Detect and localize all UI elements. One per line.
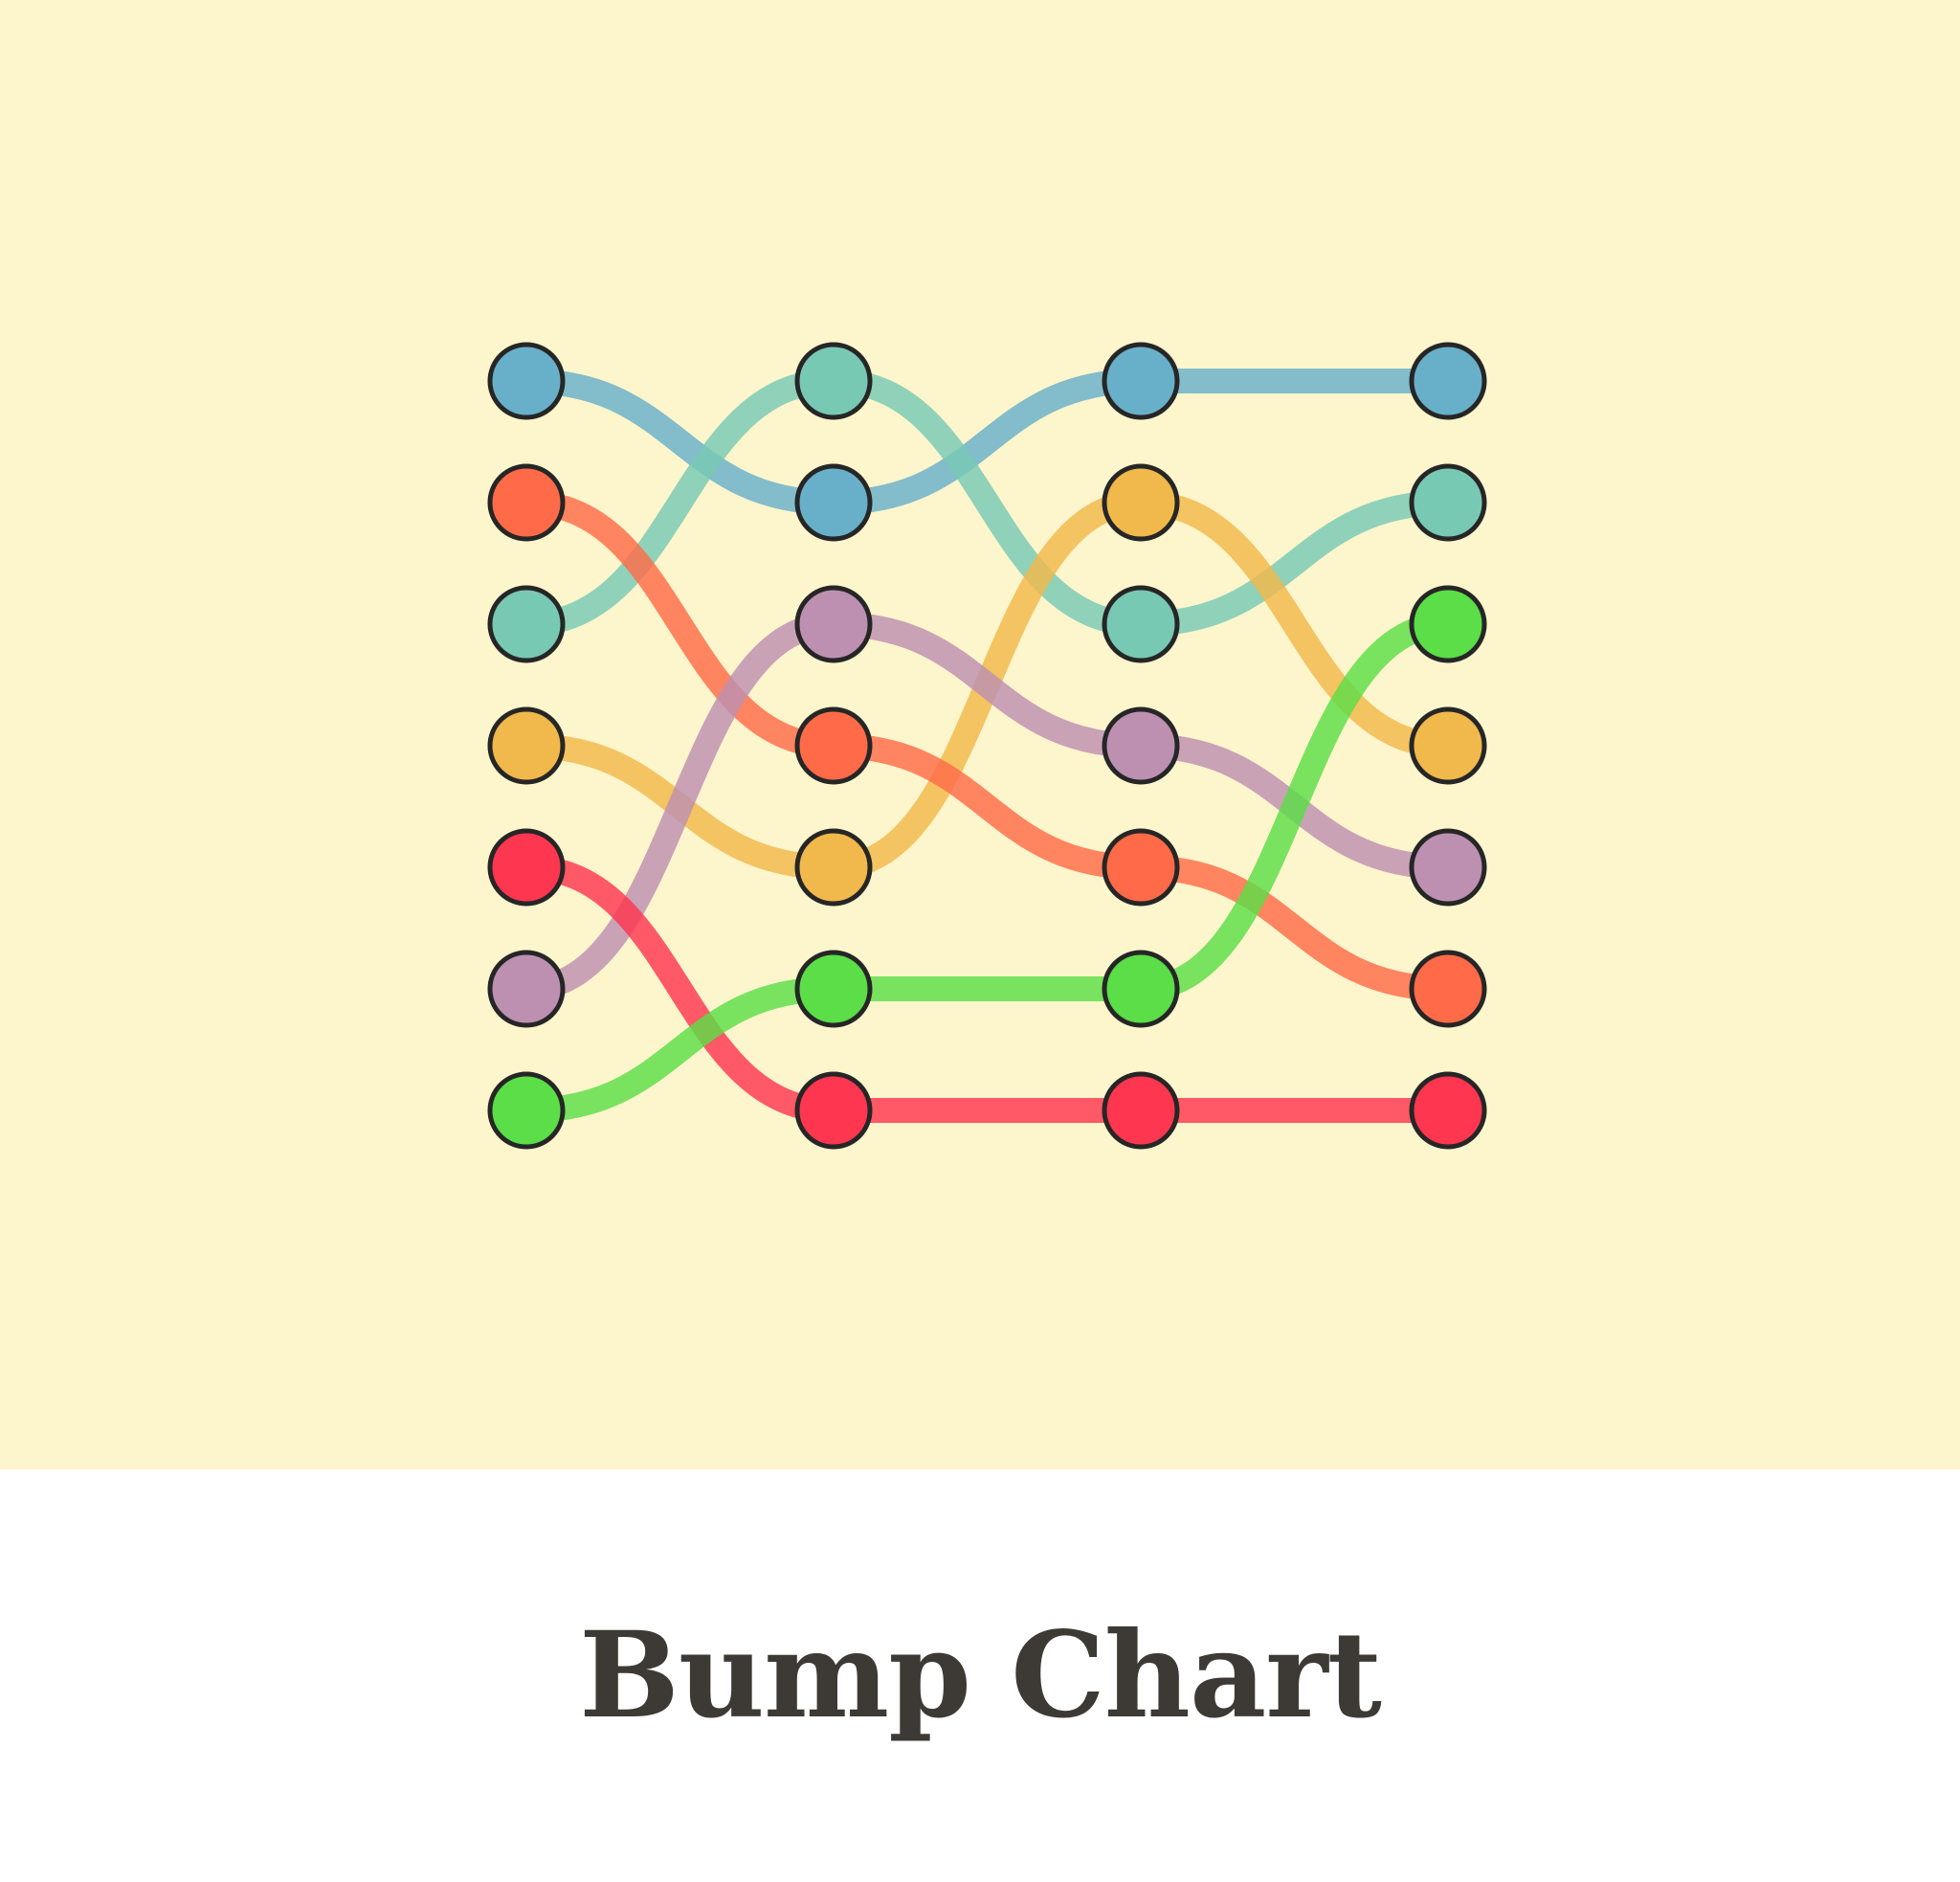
series-1-point-2 [794,463,873,542]
series-2-point-2 [794,342,873,420]
series-5-point-2 [794,585,873,663]
series-7-point-4 [1409,585,1487,663]
series-3-point-3 [1102,463,1180,542]
series-6-point-2 [794,1071,873,1150]
series-line-2 [514,369,1460,637]
series-1-point-4 [1409,342,1487,420]
series-5-point-1 [487,950,566,1028]
series-4-point-1 [487,463,566,542]
series-6-point-1 [487,828,566,907]
series-5-point-4 [1409,828,1487,907]
series-4-point-3 [1102,828,1180,907]
bump-lines [514,368,1460,1124]
bump-dots [487,342,1487,1150]
series-5-point-3 [1102,706,1180,785]
series-4-point-2 [794,706,873,785]
series-4-point-4 [1409,950,1487,1028]
illustration-panel [0,0,1960,1469]
bump-chart [487,342,1487,1150]
series-1-point-1 [487,342,566,420]
series-7-point-2 [794,950,873,1028]
series-6-point-4 [1409,1071,1487,1150]
series-2-point-1 [487,585,566,663]
series-3-point-4 [1409,706,1487,785]
series-2-point-4 [1409,463,1487,542]
series-3-point-1 [487,706,566,785]
series-7-point-1 [487,1071,566,1150]
caption: Bump Chart [0,1469,1960,1882]
series-line-7 [514,612,1460,1123]
series-line-4 [514,490,1460,1001]
series-1-point-3 [1102,342,1180,420]
series-line-3 [514,490,1460,880]
series-line-6 [514,855,1460,1124]
chart-caption-title: Bump Chart [579,1606,1382,1745]
series-7-point-3 [1102,950,1180,1028]
series-6-point-3 [1102,1071,1180,1150]
series-3-point-2 [794,828,873,907]
series-2-point-3 [1102,585,1180,663]
